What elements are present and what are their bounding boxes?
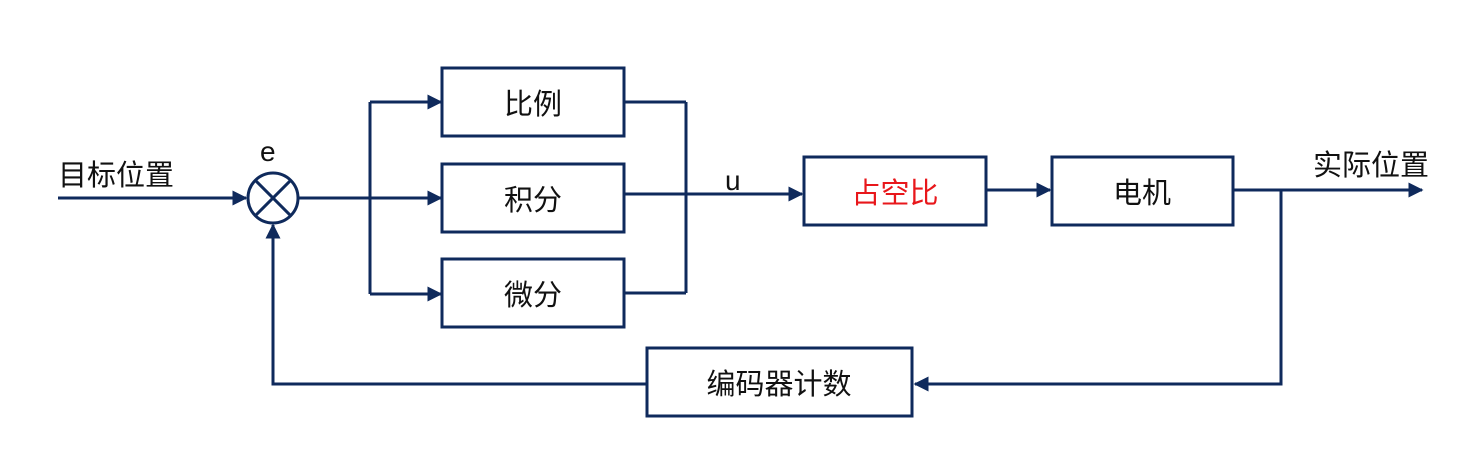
- error-label: e: [260, 136, 276, 167]
- feedback-line-right: [913, 190, 1283, 392]
- derivative-block: 微分: [440, 257, 626, 329]
- proportional-label: 比例: [504, 87, 562, 121]
- feedback-line-left: [265, 223, 647, 386]
- motor-label: 电机: [1113, 176, 1171, 210]
- motor-block: 电机: [1050, 155, 1235, 227]
- duty-cycle-label: 占空比: [851, 176, 938, 210]
- derivative-label: 微分: [504, 278, 562, 312]
- encoder-count-label: 编码器计数: [706, 367, 851, 401]
- integral-label: 积分: [504, 183, 562, 217]
- control-signal-label: u: [725, 165, 741, 196]
- actual-position-label: 实际位置: [1313, 148, 1429, 182]
- integral-block: 积分: [440, 162, 626, 234]
- summing-junction: [246, 171, 300, 225]
- target-position-label: 目标位置: [58, 158, 174, 192]
- proportional-block: 比例: [440, 66, 626, 138]
- duty-cycle-block: 占空比: [802, 155, 988, 227]
- encoder-count-block: 编码器计数: [645, 346, 914, 418]
